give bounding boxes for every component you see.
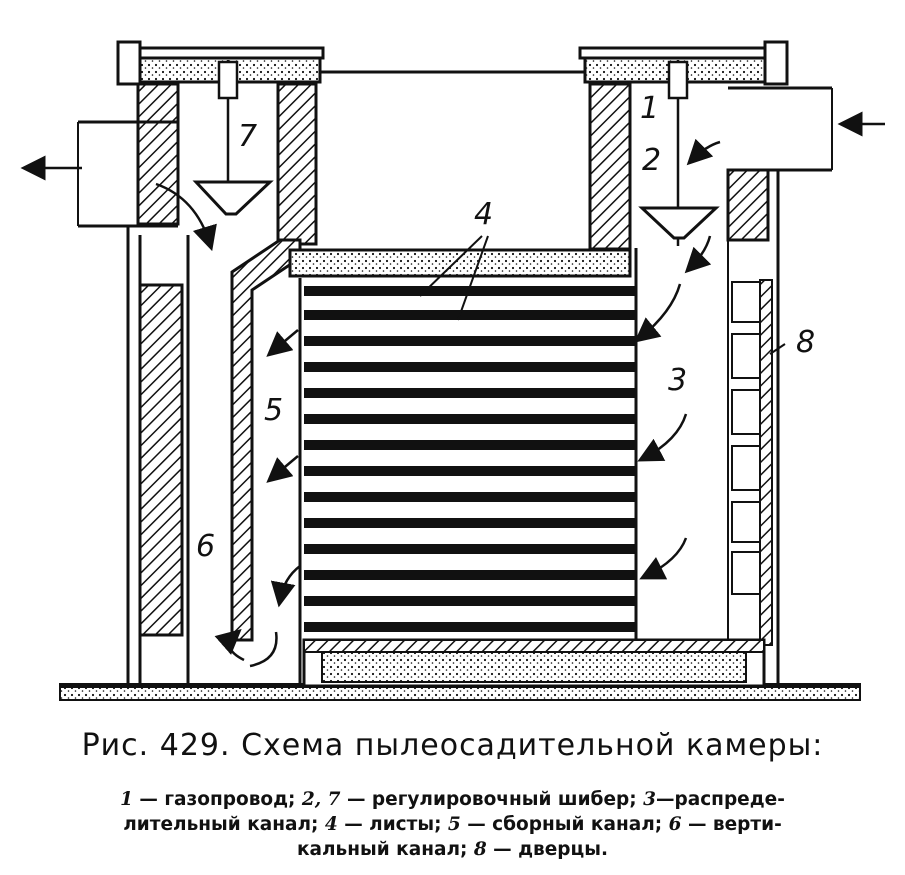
left-outer-wall [126,82,184,686]
callout-4: 4 [474,197,493,232]
outlet-duct [20,120,178,228]
damper-left [192,60,274,216]
left-inner-wall [186,82,318,686]
legend-text: лительный канал; [123,814,325,835]
inlet-duct [728,86,885,172]
callout-1: 1 [640,91,659,126]
right-outer-wall [726,168,780,686]
legend-num: 1 [120,789,133,810]
legend-num: 6 [668,814,682,835]
legend-line-1: 1 — газопровод; 2, 7 — регулировочный ши… [10,787,895,812]
callout-2: 2 [642,143,661,178]
legend-num: 4 [324,814,338,835]
dust-chamber-diagram: 1 2 3 4 5 6 7 8 [20,40,885,701]
legend-num: 2, 7 [301,789,341,810]
legend-num: 5 [447,814,461,835]
legend-text: — сборный канал; [460,814,669,835]
legend-text: — листы; [337,814,448,835]
callout-3: 3 [668,363,687,398]
legend-text: кальный канал; [296,839,474,860]
legend-num: 8 [473,839,487,860]
callout-8: 8 [796,325,815,360]
legend-text: —распреде- [655,789,785,810]
legend-line-3: кальный канал; 8 — дверцы. [10,837,895,862]
figure-caption-title: Рис. 429. Схема пылеосадительной камеры: [81,728,824,763]
legend-num: 3 [643,789,656,810]
callout-7: 7 [238,119,257,154]
legend-text: — газопровод; [132,789,302,810]
legend-text: — верти- [681,814,782,835]
chamber-roof [288,248,632,278]
callout-5: 5 [264,393,283,428]
chamber-floor [302,638,766,688]
legend-text: — дверцы. [486,839,609,860]
callout-6: 6 [196,529,215,564]
doors [731,281,761,595]
figure-caption-legend: 1 — газопровод; 2, 7 — регулировочный ши… [10,787,895,862]
damper-right [638,60,720,246]
flow-arrows [155,138,721,668]
settling-plates [304,286,636,632]
top-cover-left [116,40,325,86]
legend-text: — регулировочный шибер; [340,789,644,810]
plates-leaders [419,235,786,355]
legend-line-2: лительный канал; 4 — листы; 5 — сборный … [10,812,895,837]
